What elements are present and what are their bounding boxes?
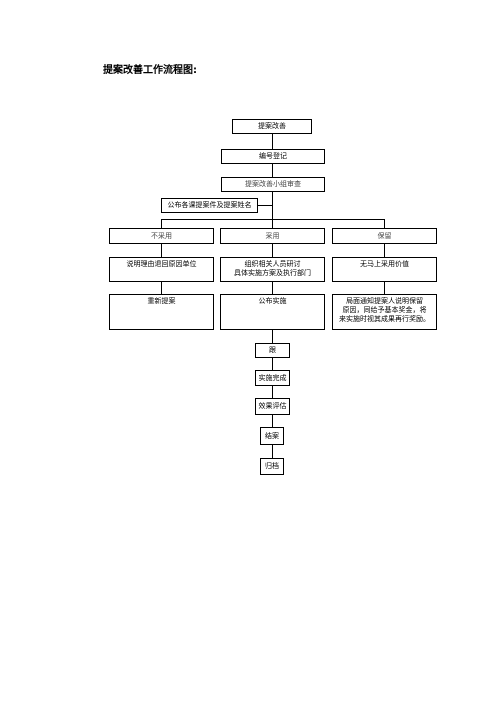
connector — [272, 163, 273, 177]
connector — [272, 133, 273, 149]
connector — [272, 414, 273, 427]
node-archive: 归档 — [260, 458, 284, 475]
connector — [272, 281, 273, 294]
node-evaluate: 效果评估 — [255, 398, 290, 415]
connector — [384, 219, 385, 228]
node-close: 结案 — [260, 427, 284, 445]
node-adopt: 采用 — [220, 228, 325, 244]
page-title: 提案改善工作流程图: — [103, 65, 197, 76]
connector — [272, 444, 273, 458]
node-proposal: 提案改善 — [232, 119, 312, 134]
node-reject-reason: 说明理由退回原因单位 — [109, 257, 214, 282]
node-announce: 公布实施 — [220, 294, 325, 330]
connector — [272, 219, 273, 228]
connector — [272, 243, 273, 257]
connector — [272, 357, 273, 370]
node-reserve-value: 无马上采用价值 — [332, 257, 437, 282]
connector — [272, 191, 273, 219]
node-follow: 跟 — [255, 343, 290, 358]
connector — [161, 219, 162, 228]
connector — [257, 205, 272, 206]
connector — [161, 219, 385, 220]
node-review: 提案改善小组审查 — [221, 177, 325, 192]
connector — [161, 281, 162, 294]
node-reserve-notice: 局面通知提案人说明保留 原因，同给予基本奖金，将 来实施时视其成果再行奖励。 — [332, 294, 437, 330]
node-resubmit: 重新提案 — [109, 294, 214, 330]
node-reserve: 保留 — [332, 228, 437, 244]
connector — [384, 281, 385, 294]
connector — [161, 243, 162, 257]
connector — [272, 329, 273, 343]
connector — [272, 385, 273, 398]
connector — [384, 243, 385, 257]
node-reject: 不采用 — [109, 228, 214, 244]
node-adopt-organize: 组织相关人员研讨 具体实施方案及执行部门 — [220, 257, 325, 282]
node-register: 编号登记 — [221, 149, 325, 164]
node-complete: 实施完成 — [255, 370, 290, 386]
node-publish: 公布各课提案件及提案姓名 — [161, 198, 258, 213]
